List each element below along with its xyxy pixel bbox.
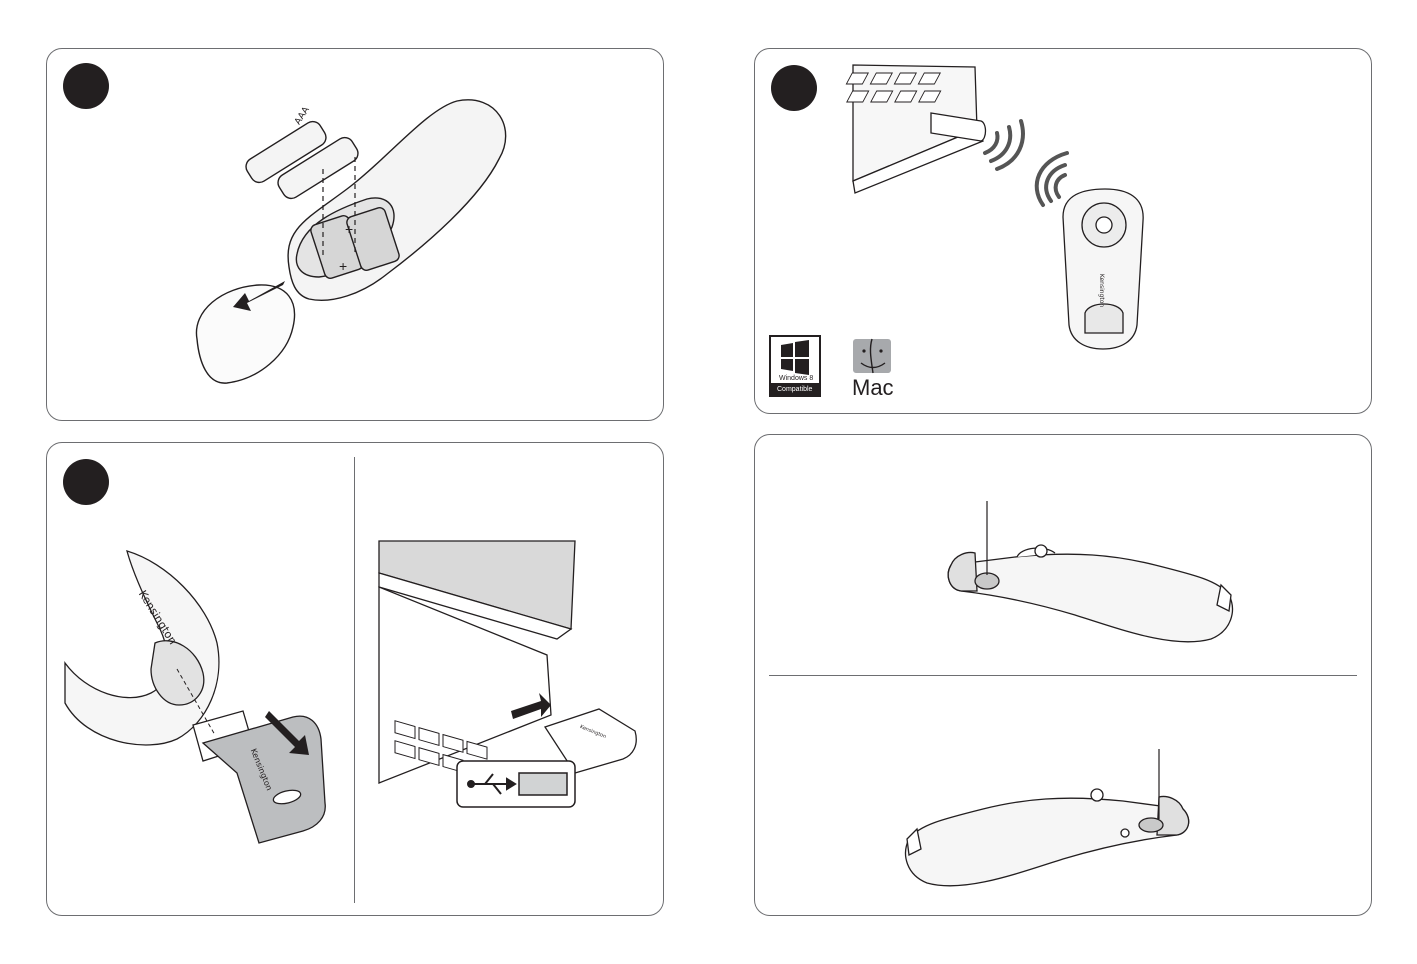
brand-on-presenter: Kensington bbox=[1098, 274, 1105, 307]
battery-install-illustration: + + bbox=[47, 49, 664, 421]
panel-wireless-connection: Windows 8 Compatible Mac Kensington bbox=[754, 48, 1372, 414]
panel-side-views bbox=[754, 434, 1372, 916]
panel-receiver-plugin: Kensington Kensington Kensington bbox=[46, 442, 664, 916]
windows-compatible-line2: Compatible bbox=[777, 386, 812, 393]
side-views-illustration bbox=[755, 435, 1372, 916]
windows-compatible-line1: Windows 8 bbox=[779, 375, 813, 382]
wireless-connection-illustration bbox=[755, 49, 1372, 414]
svg-text:+: + bbox=[339, 258, 347, 274]
mac-label: Mac bbox=[852, 375, 894, 401]
receiver-plugin-illustration bbox=[47, 443, 664, 916]
panel-battery-install: + + AAA bbox=[46, 48, 664, 421]
svg-text:+: + bbox=[345, 221, 353, 237]
